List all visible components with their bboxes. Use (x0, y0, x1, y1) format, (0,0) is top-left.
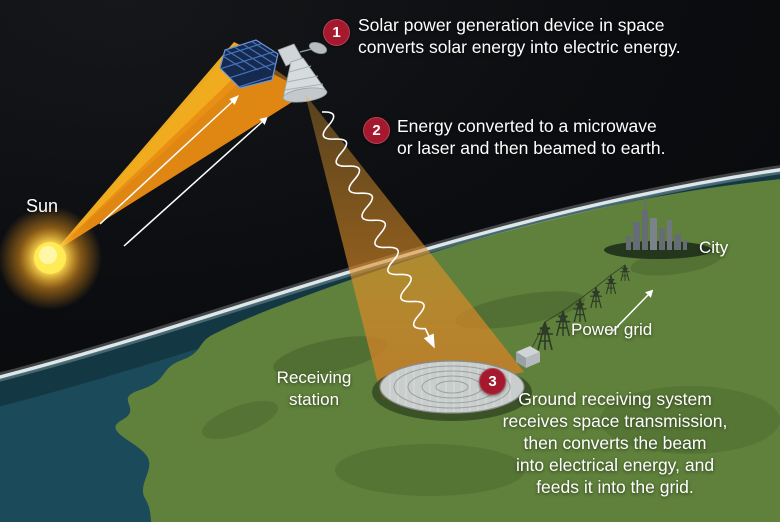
power-grid-arrow (609, 289, 654, 335)
power-grid-label: Power grid (571, 320, 653, 339)
sunlight-beams (54, 42, 308, 252)
transmission-towers (529, 264, 631, 353)
converter-box (516, 346, 540, 368)
step-1-badge: 1 (323, 19, 350, 46)
step-3-text: Ground receiving system receives space t… (502, 389, 728, 498)
city-skyline-icon (604, 198, 712, 259)
step-1-text: Solar power generation device in space c… (358, 15, 681, 58)
city-label: City (699, 238, 729, 257)
receiving-station-label: Receiving station (276, 368, 352, 410)
antenna-dish (308, 41, 328, 55)
terrain-patches (202, 248, 780, 496)
step-2-text: Energy converted to a microwave or laser… (397, 116, 666, 159)
sun-icon (0, 206, 102, 310)
step-3-badge: 3 (479, 368, 506, 395)
step-2-badge: 2 (363, 117, 390, 144)
wave-arrow (321, 111, 435, 349)
satellite-icon (219, 39, 328, 103)
sunlight-arrows (99, 95, 268, 247)
sun-label: Sun (26, 196, 59, 216)
